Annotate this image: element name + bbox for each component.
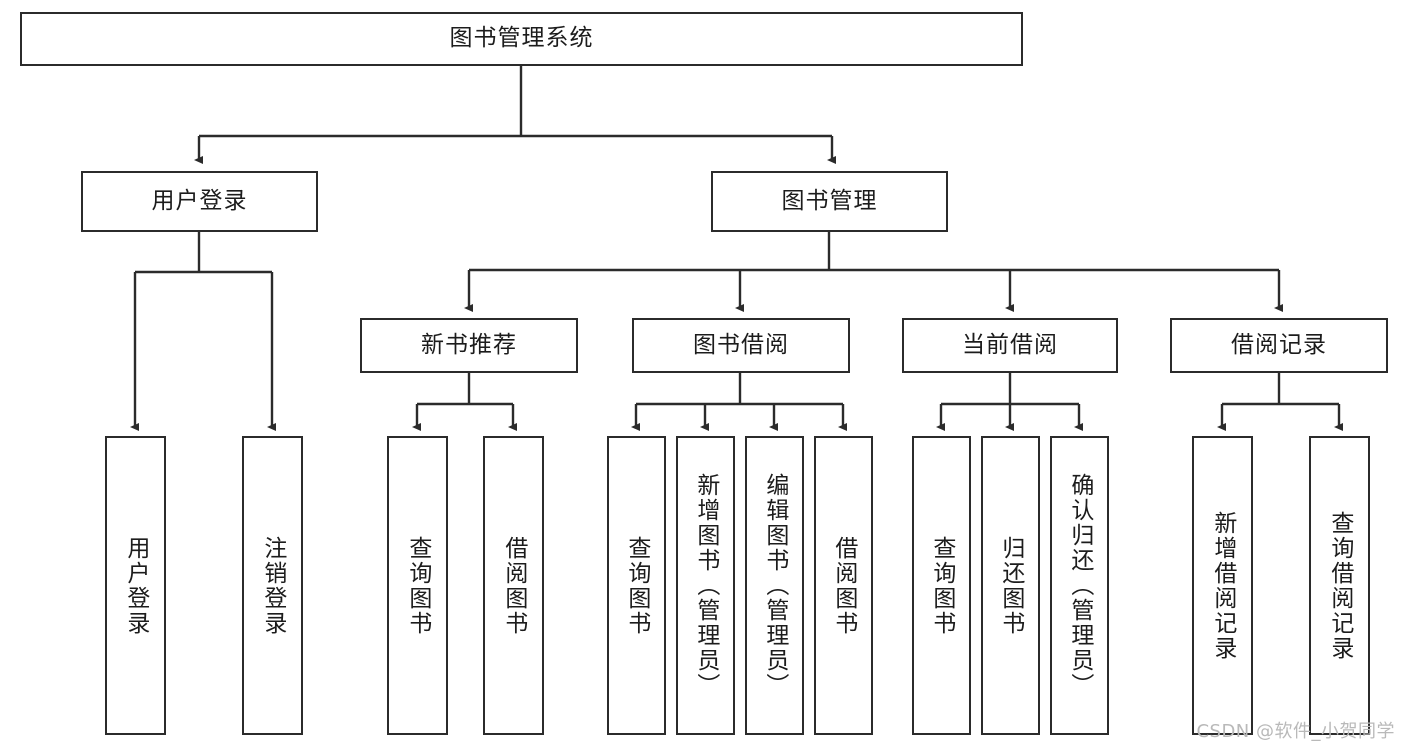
leaf-book-borrow-add[interactable]: 新增图书（管理员）	[676, 436, 735, 735]
leaf-new-book-query[interactable]: 查询图书	[387, 436, 448, 735]
leaf-borrow-record-query[interactable]: 查询借阅记录	[1309, 436, 1370, 735]
node-borrow-record[interactable]: 借阅记录	[1170, 318, 1388, 373]
leaf-current-borrow-confirm-return[interactable]: 确认归还（管理员）	[1050, 436, 1109, 735]
node-label: 注销登录	[259, 535, 286, 636]
node-label: 借阅图书	[500, 535, 527, 636]
leaf-book-borrow-lend[interactable]: 借阅图书	[814, 436, 873, 735]
node-label: 图书管理	[781, 187, 878, 214]
node-label: 归还图书	[997, 535, 1024, 636]
leaf-user-login-signout[interactable]: 注销登录	[242, 436, 303, 735]
node-label: 查询图书	[928, 535, 955, 636]
node-label: 编辑图书（管理员）	[761, 473, 788, 698]
node-label: 当前借阅	[962, 331, 1058, 358]
node-label: 确认归还（管理员）	[1066, 473, 1093, 698]
node-user-login[interactable]: 用户登录	[81, 171, 318, 232]
leaf-new-book-borrow[interactable]: 借阅图书	[483, 436, 544, 735]
node-new-book-recommend[interactable]: 新书推荐	[360, 318, 578, 373]
csdn-watermark: CSDN @软件_小贺同学	[1196, 721, 1395, 742]
node-label: 用户登录	[151, 187, 248, 214]
node-root-system[interactable]: 图书管理系统	[20, 12, 1023, 66]
leaf-borrow-record-add[interactable]: 新增借阅记录	[1192, 436, 1253, 735]
node-book-borrow[interactable]: 图书借阅	[632, 318, 850, 373]
node-label: 查询借阅记录	[1326, 510, 1353, 661]
node-label: 借阅图书	[830, 535, 857, 636]
node-label: 借阅记录	[1231, 331, 1327, 358]
leaf-current-borrow-query[interactable]: 查询图书	[912, 436, 971, 735]
node-current-borrow[interactable]: 当前借阅	[902, 318, 1118, 373]
node-label: 新书推荐	[421, 331, 517, 358]
node-book-management[interactable]: 图书管理	[711, 171, 948, 232]
node-label: 新增图书（管理员）	[692, 473, 719, 698]
leaf-book-borrow-query[interactable]: 查询图书	[607, 436, 666, 735]
node-label: 查询图书	[623, 535, 650, 636]
node-label: 图书借阅	[693, 331, 789, 358]
leaf-current-borrow-return[interactable]: 归还图书	[981, 436, 1040, 735]
node-label: 新增借阅记录	[1209, 510, 1236, 661]
node-label: 查询图书	[404, 535, 431, 636]
node-label: 用户登录	[122, 535, 149, 636]
leaf-book-borrow-edit[interactable]: 编辑图书（管理员）	[745, 436, 804, 735]
leaf-user-login-signin[interactable]: 用户登录	[105, 436, 166, 735]
node-label: 图书管理系统	[449, 25, 594, 52]
